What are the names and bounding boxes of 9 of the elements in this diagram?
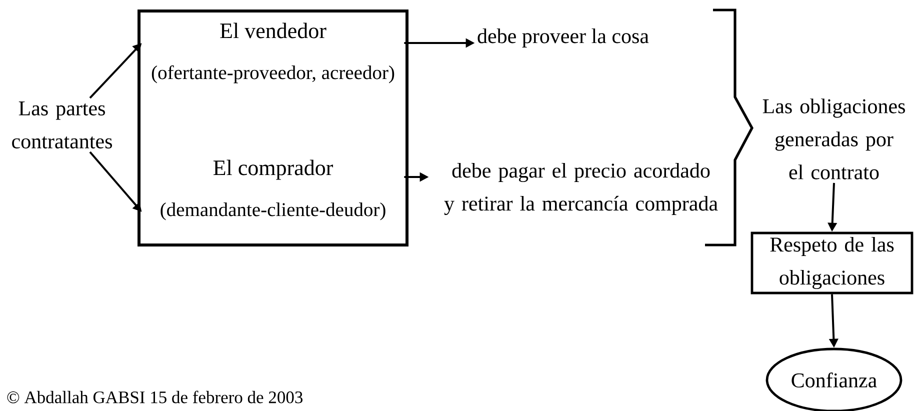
obligation-text: debe proveer la cosa: [478, 28, 649, 48]
party-box: [138, 10, 408, 246]
obligation-text: debe pagar el precio acordado y retirar la mercancía comprada: [444, 162, 718, 216]
part-label: Las partes contratantes: [12, 102, 112, 148]
party-text: El comprador (demandante-cliente-deudor): [160, 160, 386, 220]
party-text: El vendedor (ofertante-proveedor, acreedor): [152, 22, 394, 84]
process-box: Respeto de las obligaciones: [750, 232, 914, 294]
summary-text: Las obligaciones generadas por el contrato: [762, 98, 905, 180]
copyright-note: © Abdallah GABSI 15 de febrero de 2003: [7, 390, 302, 404]
